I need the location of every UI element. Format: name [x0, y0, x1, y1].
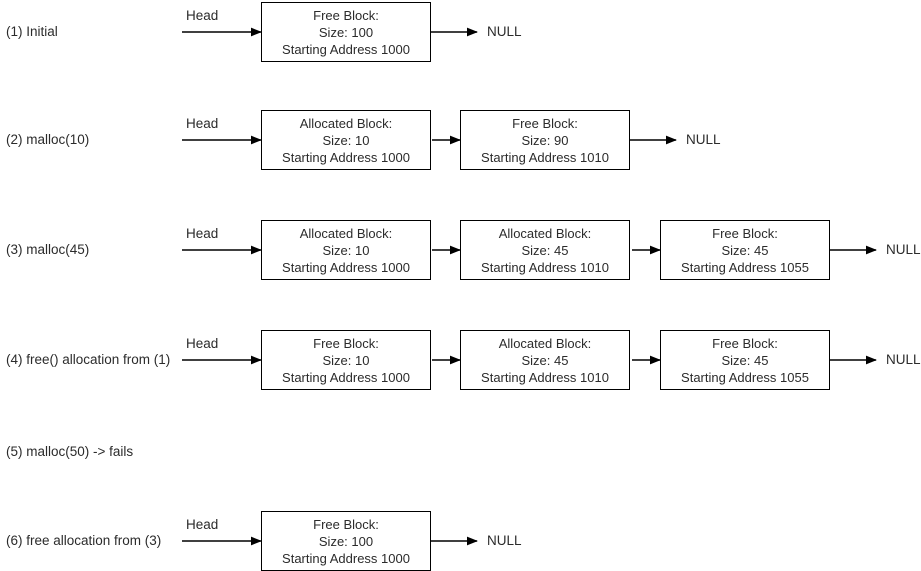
block-address: Starting Address 1055 [681, 259, 809, 275]
block-size: Size: 100 [318, 24, 374, 40]
null-terminator-label: NULL [886, 352, 921, 367]
block-size: Size: 45 [521, 352, 569, 368]
row-label: (2) malloc(10) [6, 132, 90, 147]
block-size: Size: 10 [322, 242, 370, 258]
block-address: Starting Address 1010 [481, 259, 609, 275]
block-size: Size: 45 [721, 242, 769, 258]
block-address: Starting Address 1000 [282, 369, 410, 385]
block-type: Allocated Block: [299, 115, 393, 131]
block-address: Starting Address 1000 [282, 550, 410, 566]
row-label: (3) malloc(45) [6, 242, 90, 257]
block-type: Free Block: [512, 115, 578, 131]
row-label: (5) malloc(50) -> fails [6, 444, 134, 459]
block-size: Size: 90 [521, 132, 569, 148]
block-size: Size: 45 [721, 352, 769, 368]
head-pointer-label: Head [186, 517, 219, 532]
head-pointer-label: Head [186, 8, 219, 23]
null-terminator-label: NULL [487, 24, 522, 39]
block-address: Starting Address 1010 [481, 369, 609, 385]
head-pointer-label: Head [186, 226, 219, 241]
null-terminator-label: NULL [686, 132, 721, 147]
block-type: Free Block: [313, 516, 379, 532]
block-address: Starting Address 1000 [282, 259, 410, 275]
block-size: Size: 10 [322, 352, 370, 368]
block-type: Free Block: [313, 7, 379, 23]
block-address: Starting Address 1055 [681, 369, 809, 385]
block-address: Starting Address 1000 [282, 41, 410, 57]
row-label: (4) free() allocation from (1) [6, 352, 171, 367]
row-label: (1) Initial [6, 24, 58, 39]
head-pointer-label: Head [186, 116, 219, 131]
null-terminator-label: NULL [487, 533, 522, 548]
block-type: Allocated Block: [498, 335, 592, 351]
block-address: Starting Address 1010 [481, 149, 609, 165]
block-type: Allocated Block: [498, 225, 592, 241]
block-address: Starting Address 1000 [282, 149, 410, 165]
block-size: Size: 45 [521, 242, 569, 258]
head-pointer-label: Head [186, 336, 219, 351]
row-label: (6) free allocation from (3) [6, 533, 162, 548]
block-type: Free Block: [712, 335, 778, 351]
block-size: Size: 100 [318, 533, 374, 549]
block-type: Free Block: [313, 335, 379, 351]
null-terminator-label: NULL [886, 242, 921, 257]
block-size: Size: 10 [322, 132, 370, 148]
block-type: Free Block: [712, 225, 778, 241]
block-type: Allocated Block: [299, 225, 393, 241]
